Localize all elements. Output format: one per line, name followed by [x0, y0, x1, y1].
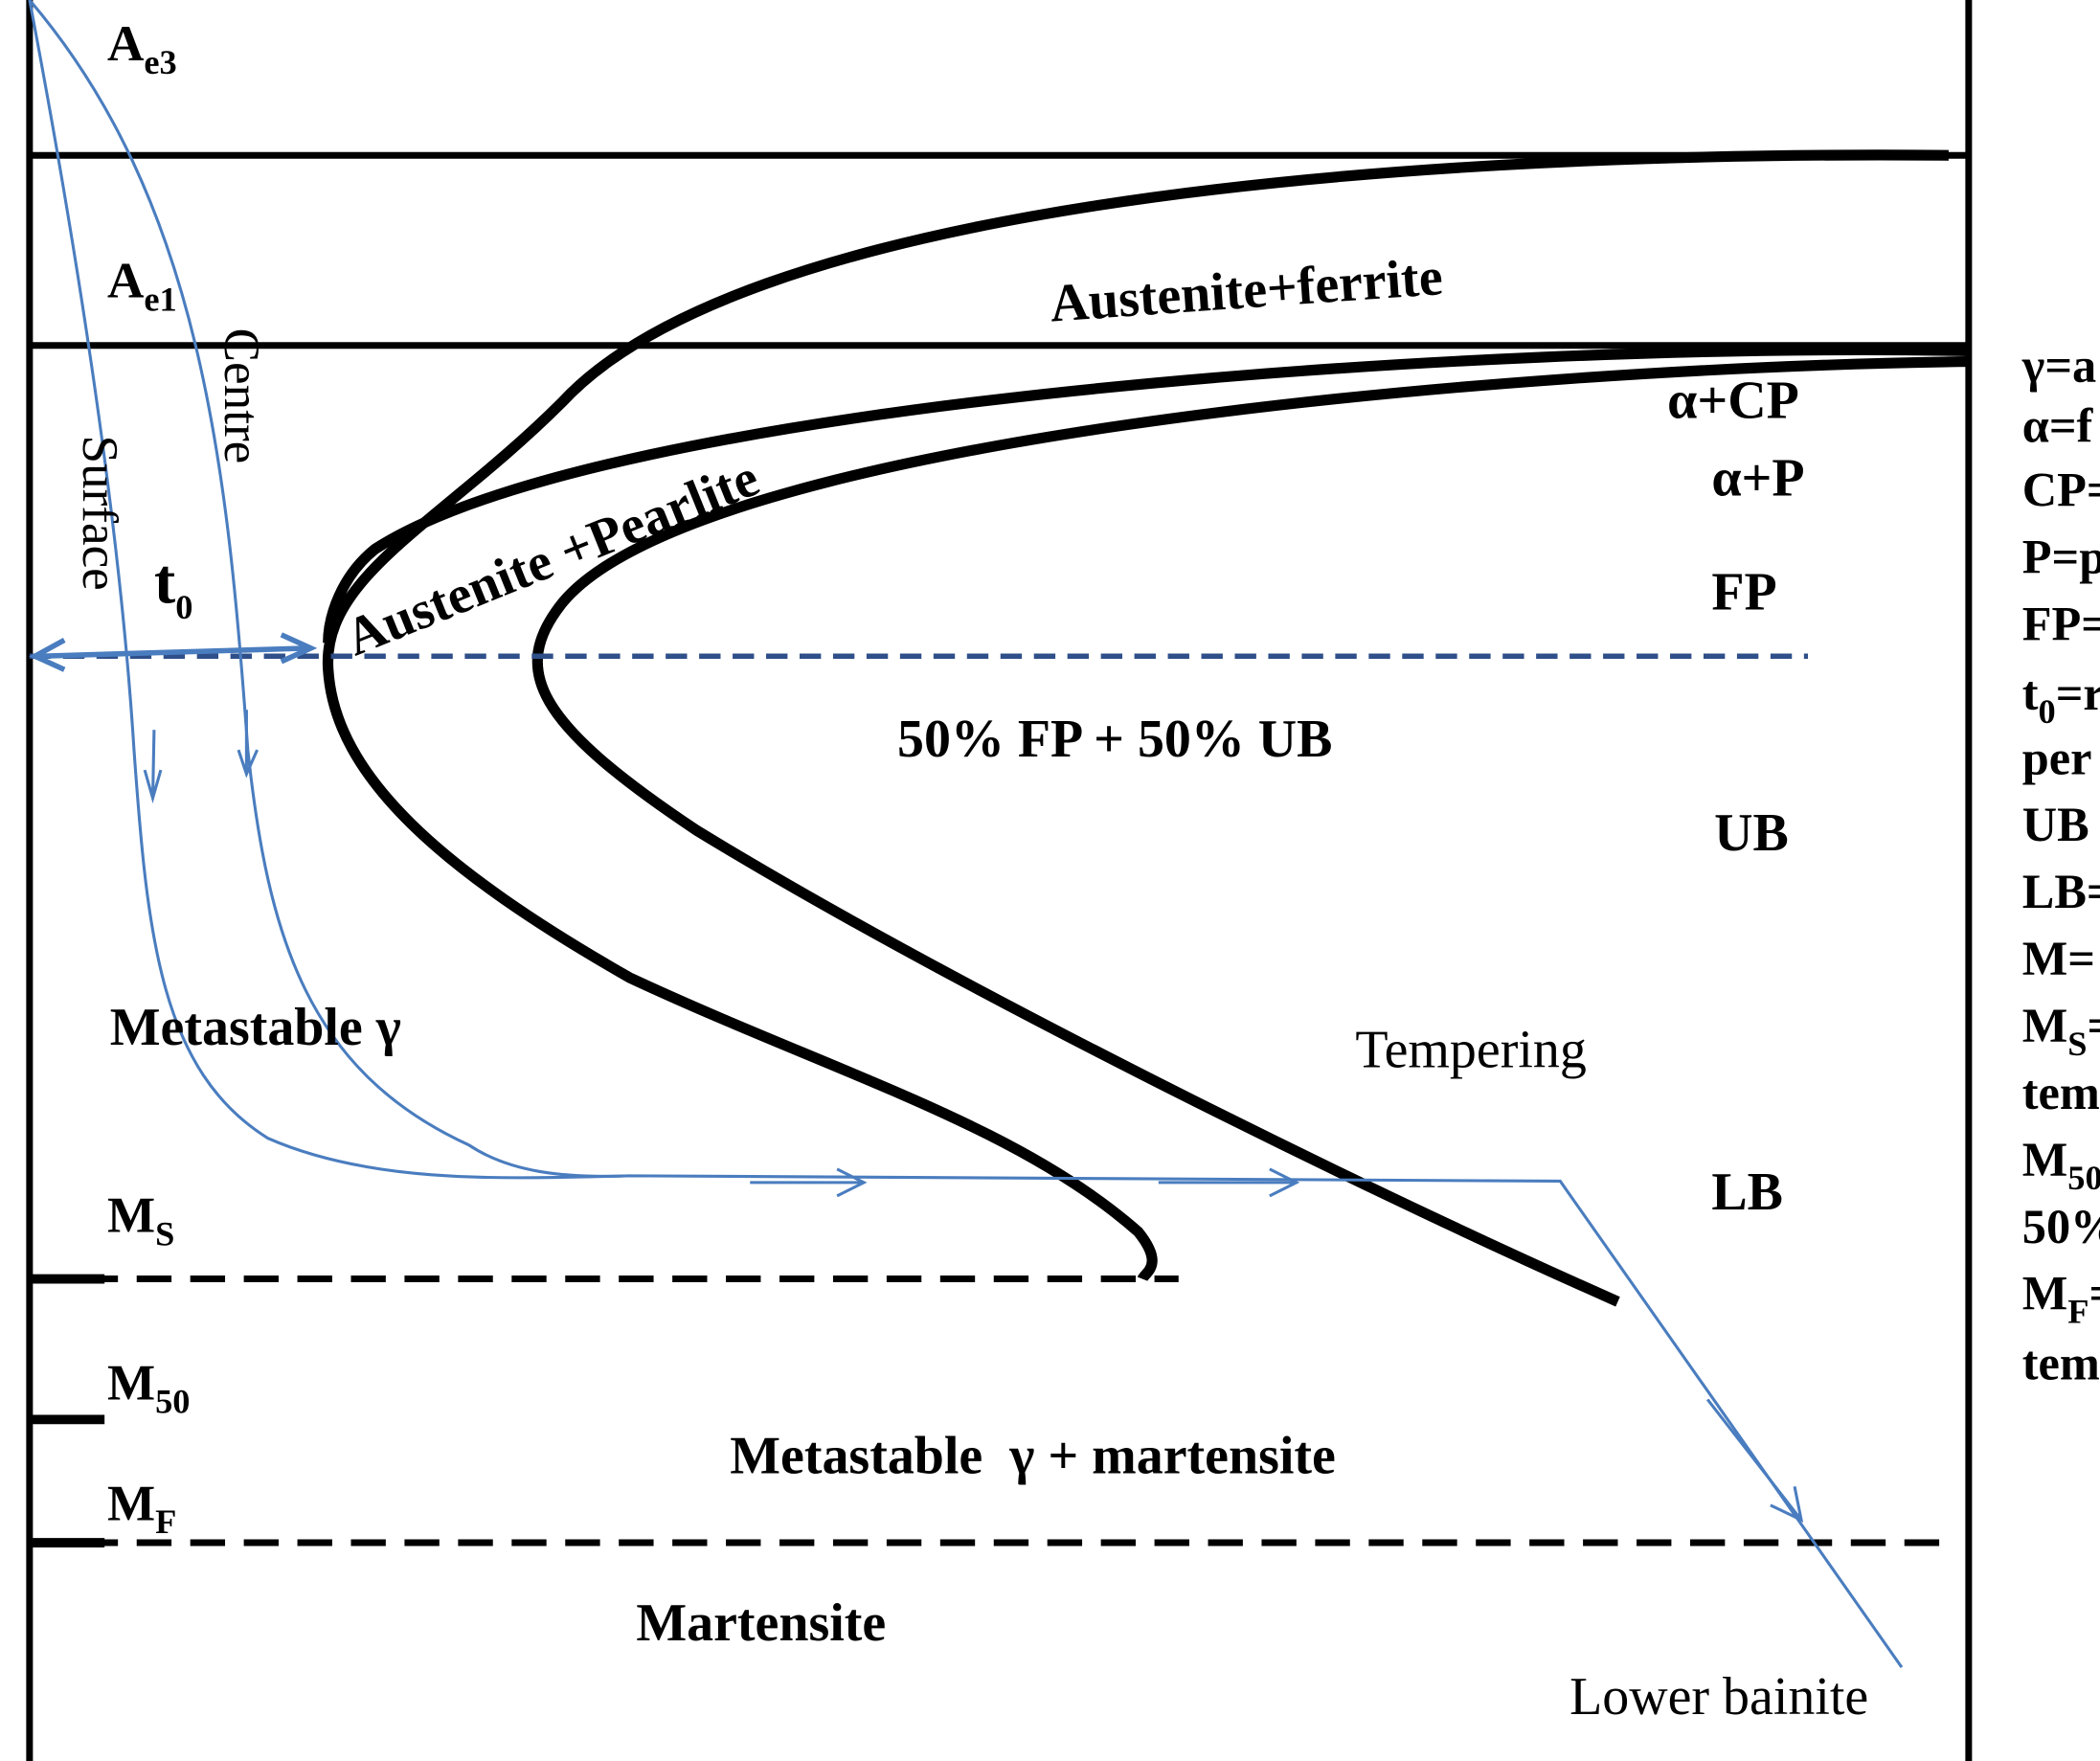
legend-item: M50 — [2022, 1133, 2100, 1197]
pearlite-finish-curve — [531, 355, 1969, 1307]
arrow-right-icon — [280, 632, 318, 665]
region-alpha-p: α+P — [1711, 448, 1804, 508]
region-lower-bainite: Lower bainite — [1569, 1667, 1868, 1727]
pearlite-start-curve — [323, 344, 1969, 643]
region-martensite: Martensite — [636, 1593, 886, 1653]
ae1-label: Ae1 — [107, 253, 177, 318]
legend-item: LB= — [2022, 865, 2100, 918]
ferrite-start-curve — [323, 149, 1949, 1282]
legend-item: tem — [2022, 1336, 2100, 1389]
legend: γ=aα=fCP=P=pFP=t0=rperUBLB=M=MS=temM5050… — [2021, 339, 2100, 1390]
legend-item: t0=r — [2022, 666, 2100, 731]
ms-label: MS — [107, 1188, 174, 1253]
legend-item: P=p — [2022, 531, 2100, 584]
surface-cooling-curve — [28, 0, 1904, 1668]
arrow-down-icon — [1705, 1398, 1804, 1523]
region-austenite-ferrite: Austenite+ferrite — [1048, 247, 1444, 333]
t0-label: t0 — [154, 545, 193, 626]
centre-label: Centre — [214, 328, 269, 464]
legend-item: α=f — [2022, 398, 2094, 452]
arrow-left-icon — [29, 638, 66, 672]
arrow-down-icon — [143, 730, 163, 804]
m50-label: M50 — [107, 1355, 191, 1420]
region-metastable-gamma: Metastable γ — [110, 998, 401, 1057]
legend-item: tem — [2022, 1066, 2100, 1119]
centre-cooling-curve — [28, 0, 630, 1178]
arrow-right-icon — [750, 1167, 868, 1198]
legend-item: MF= — [2022, 1267, 2100, 1331]
legend-item: per — [2022, 731, 2092, 784]
arrow-right-icon — [1158, 1167, 1300, 1198]
surface-label: Surface — [72, 436, 127, 591]
legend-item: MS= — [2022, 999, 2100, 1063]
legend-item: CP= — [2022, 463, 2100, 517]
region-tempering: Tempering — [1355, 1021, 1586, 1080]
region-ub: UB — [1714, 803, 1789, 863]
legend-item: γ=a — [2021, 339, 2096, 393]
ae3-label: Ae3 — [107, 16, 177, 81]
arrow-down-icon — [237, 710, 260, 779]
legend-item: FP= — [2022, 597, 2100, 650]
region-fp-ub: 50% FP + 50% UB — [897, 710, 1332, 769]
region-fp: FP — [1711, 562, 1776, 621]
t0-arrow — [39, 645, 308, 660]
region-lb: LB — [1711, 1163, 1783, 1222]
legend-item: UB — [2022, 798, 2089, 851]
legend-item: 50% — [2022, 1200, 2100, 1253]
region-alpha-cp: α+CP — [1667, 371, 1799, 430]
region-metastable-martensite: Metastable γ + martensite — [730, 1426, 1336, 1485]
mf-label: MF — [107, 1476, 176, 1541]
legend-item: M= — [2022, 932, 2095, 985]
